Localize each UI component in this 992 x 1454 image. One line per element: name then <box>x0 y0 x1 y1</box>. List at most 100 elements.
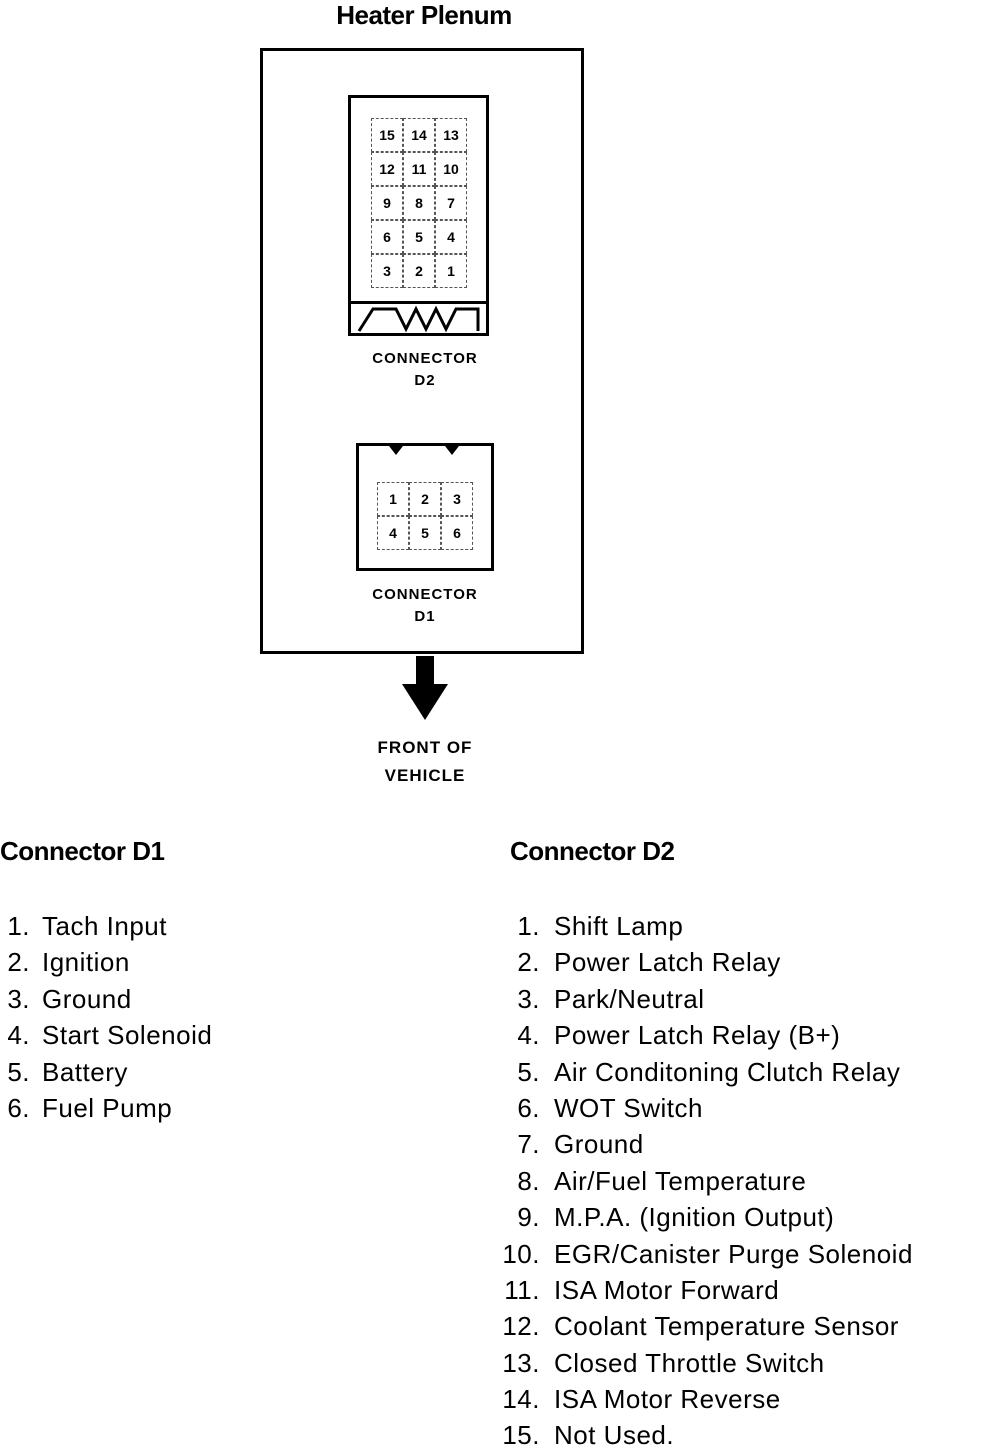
connector-d2-latch <box>351 301 486 333</box>
connector-d1-label: CONNECTOR D1 <box>340 584 510 628</box>
pin-number: 2. <box>7 947 30 978</box>
pin-list-item: 15. Not Used. <box>496 1417 913 1453</box>
pin-function: Air Conditoning Clutch Relay <box>554 1056 901 1087</box>
connector-d2-pin: 11 <box>403 152 435 186</box>
pin-number: 5. <box>7 1056 30 1087</box>
pin-number: 1. <box>517 911 540 941</box>
pin-function: ISA Motor Reverse <box>554 1384 781 1415</box>
pin-list-item: 10. EGR/Canister Purge Solenoid <box>496 1236 913 1272</box>
connector-d1-label-line2: D1 <box>414 608 436 625</box>
connector-d2-pin: 9 <box>371 186 403 220</box>
pin-number: 12. <box>502 1311 540 1342</box>
pin-number: 3. <box>7 983 30 1014</box>
pin-function: Ignition <box>42 947 130 978</box>
connector-d2-pin: 10 <box>435 152 467 186</box>
pin-number: 15. <box>502 1420 540 1451</box>
pin-number: 9. <box>517 1202 540 1233</box>
pin-list-item: 6. WOT Switch <box>496 1090 913 1126</box>
connector-d2-pin: 5 <box>403 220 435 254</box>
front-label-line1: FRONT OF <box>377 738 473 757</box>
connector-d2-pin: 7 <box>435 186 467 220</box>
pin-number: 2. <box>517 947 540 978</box>
pin-list-item: 5. Air Conditoning Clutch Relay <box>496 1054 913 1090</box>
pin-list-item: 6.Fuel Pump <box>0 1090 212 1126</box>
pin-list-item: 2. Power Latch Relay <box>496 944 913 980</box>
pin-number: 10. <box>502 1238 540 1269</box>
pin-list-item: 13. Closed Throttle Switch <box>496 1345 913 1381</box>
pin-function: Air/Fuel Temperature <box>554 1165 807 1196</box>
pin-number: 4. <box>517 1020 540 1051</box>
pin-function: Start Solenoid <box>42 1020 213 1051</box>
pin-list-item: 2. Ignition <box>0 944 212 980</box>
connector-d2-label: CONNECTOR D2 <box>340 348 510 392</box>
pin-number: 8. <box>517 1165 540 1196</box>
pin-list-item: 4. Power Latch Relay (B+) <box>496 1017 913 1053</box>
front-of-vehicle-label: FRONT OF VEHICLE <box>340 734 510 790</box>
connector-d2-pin: 1 <box>435 254 467 288</box>
pin-list-item: 11.ISA Motor Forward <box>496 1272 913 1308</box>
pin-function: Park/Neutral <box>554 983 705 1014</box>
connector-d2-heading: Connector D2 <box>510 836 675 866</box>
pin-list-item: 1. Tach Input <box>0 908 212 944</box>
pin-function: Closed Throttle Switch <box>554 1347 825 1378</box>
connector-d1-heading: Connector D1 <box>0 836 165 866</box>
connector-d2-pin: 14 <box>403 118 435 152</box>
connector-d2-label-line1: CONNECTOR <box>372 350 478 367</box>
pin-list-item: 8. Air/Fuel Temperature <box>496 1163 913 1199</box>
connector-d2-pin: 13 <box>435 118 467 152</box>
connector-d2-label-line2: D2 <box>414 372 436 389</box>
pin-function: M.P.A. (Ignition Output) <box>554 1202 835 1233</box>
pin-function: WOT Switch <box>554 1092 703 1123</box>
pin-number: 4. <box>7 1020 30 1051</box>
connector-d1-label-line1: CONNECTOR <box>372 586 478 603</box>
pin-function: Tach Input <box>42 911 167 941</box>
pin-function: EGR/Canister Purge Solenoid <box>554 1238 913 1269</box>
connector-d2-pin: 4 <box>435 220 467 254</box>
connector-d2-pin: 12 <box>371 152 403 186</box>
pin-list-item: 3. Ground <box>0 981 212 1017</box>
connector-d2-pin: 6 <box>371 220 403 254</box>
pin-number: 14. <box>502 1384 540 1415</box>
pin-list-item: 14. ISA Motor Reverse <box>496 1381 913 1417</box>
connector-d1-pin: 2 <box>409 482 441 516</box>
pin-list-item: 4. Start Solenoid <box>0 1017 212 1053</box>
connector-d2-pin: 3 <box>371 254 403 288</box>
pin-function: ISA Motor Forward <box>554 1274 780 1305</box>
diagram-title: Heater Plenum <box>336 0 512 30</box>
pin-function: Ground <box>42 983 132 1014</box>
connector-d1-key-notch <box>389 446 403 455</box>
pin-list-item: 9. M.P.A. (Ignition Output) <box>496 1199 913 1235</box>
connector-d1-key-notch <box>445 446 459 455</box>
connector-d2-pin: 15 <box>371 118 403 152</box>
pin-number: 7. <box>517 1129 540 1160</box>
pin-number: 13. <box>502 1347 540 1378</box>
pin-number: 6. <box>517 1092 540 1123</box>
pin-function: Fuel Pump <box>42 1092 173 1123</box>
connector-d1-pin: 5 <box>409 516 441 550</box>
pin-number: 5. <box>517 1056 540 1087</box>
pin-function: Power Latch Relay <box>554 947 781 978</box>
pin-list-item: 5.Battery <box>0 1054 212 1090</box>
connector-d1-pin: 1 <box>377 482 409 516</box>
pin-list-item: 3.Park/Neutral <box>496 981 913 1017</box>
pin-function: Shift Lamp <box>554 911 684 941</box>
pin-list-item: 1. Shift Lamp <box>496 908 913 944</box>
connector-d2-pin: 8 <box>403 186 435 220</box>
pin-number: 1. <box>7 911 30 941</box>
pin-list-item: 12.Coolant Temperature Sensor <box>496 1308 913 1344</box>
pin-function: Not Used. <box>554 1420 675 1451</box>
pin-function: Ground <box>554 1129 644 1160</box>
connector-d1-pin: 6 <box>441 516 473 550</box>
front-label-line2: VEHICLE <box>384 766 466 785</box>
connector-d1-pin: 4 <box>377 516 409 550</box>
connector-d1-pin-list: 1. Tach Input 2. Ignition 3. Ground 4. Start So… <box>0 908 212 1126</box>
connector-d1-pin: 3 <box>441 482 473 516</box>
front-arrow-icon <box>402 656 448 720</box>
pin-function: Power Latch Relay (B+) <box>554 1020 841 1051</box>
heater-plenum-outline <box>260 48 584 654</box>
